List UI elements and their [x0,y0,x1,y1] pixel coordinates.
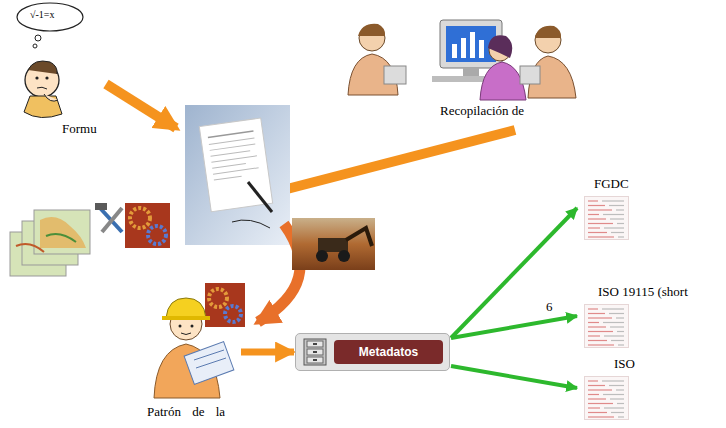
tools-icon [95,203,122,232]
flow-arrow [451,208,577,338]
thinker-figure [17,3,83,118]
figure-caption: Patrón de la [132,400,240,420]
output-document: ISO [578,356,650,420]
excavator-photo [292,218,375,270]
flow-arrow [451,366,577,388]
node-title: Metadatos [334,340,443,364]
output-document: FGDC [578,176,650,240]
document-icon [584,304,629,348]
document-icon [584,376,629,420]
output-document: ISO 19115 (short [578,284,720,348]
flow-arrow [451,316,577,338]
gears-icon [125,203,170,248]
engineer-figure: Patrón de la [132,288,240,420]
flow-arrow [260,130,515,196]
engineer-icon [132,288,240,400]
figure-caption: Recopilación de [440,103,524,119]
cabinet-icon [302,337,328,367]
document-title: FGDC [578,176,650,196]
formula-text: √-1=x [30,9,54,21]
document-title: ISO [578,356,650,376]
document-title: ISO 19115 (short [578,284,720,304]
document-icon [584,196,629,240]
document-figure [185,105,290,245]
gears-icon [205,283,245,327]
people-figure [348,20,576,100]
metadata-box: Metadatos [295,333,450,371]
maps-icon [10,210,90,276]
flow-arrow [106,84,176,128]
figure-caption: Formu [62,121,97,137]
flow-arrow [241,349,294,356]
callout-number: 6 [544,299,555,315]
